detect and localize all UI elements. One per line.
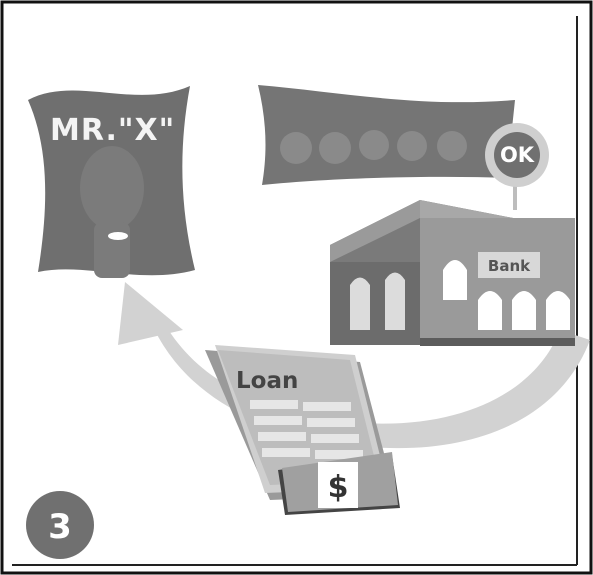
money-symbol: $ xyxy=(328,470,349,505)
ok-badge-icon: OK xyxy=(485,123,549,210)
person-panel: MR."X" xyxy=(28,86,195,278)
cash-bundle-icon: $ xyxy=(278,452,400,515)
ok-badge-label: OK xyxy=(500,143,535,167)
approval-banner xyxy=(258,85,515,185)
loan-document-title: Loan xyxy=(236,368,298,394)
crowd-silhouette-icon xyxy=(280,130,467,164)
person-label: MR."X" xyxy=(50,113,175,148)
bank-sign: Bank xyxy=(488,257,531,275)
bank-building-icon: Bank xyxy=(330,200,575,346)
step-badge: 3 xyxy=(26,491,94,559)
step-number: 3 xyxy=(48,507,72,547)
person-silhouette-icon xyxy=(80,146,144,278)
